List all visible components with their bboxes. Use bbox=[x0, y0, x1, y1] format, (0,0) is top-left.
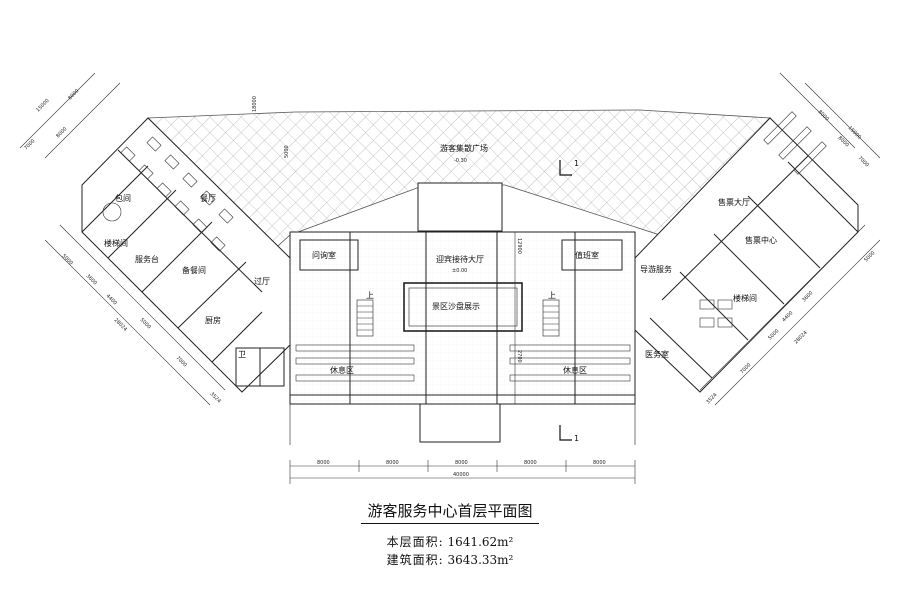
dim-bottom-total: 40000 bbox=[453, 472, 469, 478]
label-corridor: 过厅 bbox=[254, 276, 270, 286]
label-dining-hall: 餐厅 bbox=[200, 194, 216, 203]
dim-left-10: 7000 bbox=[175, 355, 188, 368]
dim-left-1: 15000 bbox=[35, 98, 50, 113]
label-guide-service: 导游服务 bbox=[640, 264, 672, 274]
dim-bottom-5: 8000 bbox=[593, 460, 606, 466]
dim-right-7: 4400 bbox=[781, 310, 794, 323]
dim-left-8: 28024 bbox=[113, 317, 128, 332]
dim-left-6: 3600 bbox=[85, 273, 98, 286]
label-clinic: 医务室 bbox=[645, 349, 669, 359]
plaza-entrance-block bbox=[417, 182, 503, 232]
left-wing-tables bbox=[102, 136, 234, 252]
section-mark-bottom: 1 bbox=[574, 434, 579, 443]
label-up-right: 上 bbox=[548, 291, 556, 300]
dim-top-2: 5000 bbox=[284, 145, 290, 158]
dim-left-9: 5000 bbox=[139, 317, 152, 330]
label-service-desk: 服务台 bbox=[135, 254, 159, 264]
dim-left-5: 5000 bbox=[61, 253, 74, 266]
label-kitchen: 厨房 bbox=[205, 315, 221, 325]
label-rest-area-right: 休息区 bbox=[563, 365, 587, 375]
dim-right-4: 8000 bbox=[837, 135, 850, 148]
floor-area-line: 本层面积: 1641.62m² bbox=[0, 533, 900, 550]
label-sand-table: 景区沙盘展示 bbox=[432, 301, 480, 311]
drawing-title: 游客服务中心首层平面图 bbox=[0, 500, 900, 524]
building-area-value: 3643.33m² bbox=[447, 553, 514, 567]
central-building bbox=[289, 231, 636, 445]
dim-left-4: 8000 bbox=[55, 126, 68, 139]
building-area-line: 建筑面积: 3643.33m² bbox=[0, 551, 900, 568]
seating-rows bbox=[295, 344, 631, 382]
label-reception-level: ±0.00 bbox=[452, 268, 467, 274]
right-wing bbox=[634, 117, 859, 393]
label-stair-left: 楼梯间 bbox=[104, 238, 128, 248]
dim-right-6: 3600 bbox=[801, 290, 814, 303]
drawing-title-text: 游客服务中心首层平面图 bbox=[361, 500, 539, 524]
label-private-room: 包间 bbox=[115, 193, 131, 203]
right-wing-counters bbox=[699, 111, 827, 328]
label-duty-room: 值班室 bbox=[575, 250, 599, 260]
section-mark-top: 1 bbox=[574, 159, 579, 168]
dimension-lines bbox=[19, 72, 881, 484]
label-square-level: -0.30 bbox=[454, 158, 467, 164]
dim-right-10: 7000 bbox=[739, 362, 752, 375]
label-ticket-hall: 售票大厅 bbox=[718, 197, 750, 207]
dim-bottom-2: 8000 bbox=[386, 460, 399, 466]
label-ticket-center: 售票中心 bbox=[745, 235, 777, 245]
label-rest-area-left: 休息区 bbox=[330, 365, 354, 375]
floor-area-label: 本层面积: bbox=[386, 535, 444, 549]
dim-bottom-1: 8000 bbox=[317, 460, 330, 466]
dim-left-11: 3524 bbox=[209, 391, 222, 404]
dim-center-2: 2700 bbox=[516, 350, 522, 363]
building-area-label: 建筑面积: bbox=[386, 553, 444, 567]
dim-left-2: 8000 bbox=[67, 88, 80, 101]
dim-right-3: 7000 bbox=[857, 155, 870, 168]
label-buffet: 备餐间 bbox=[182, 265, 206, 275]
dim-left-3: 7000 bbox=[23, 138, 36, 151]
label-inquiry: 问询室 bbox=[312, 250, 336, 260]
label-toilet: 卫 bbox=[238, 350, 246, 359]
dim-right-9: 5000 bbox=[767, 328, 780, 341]
dim-right-5: 5000 bbox=[863, 250, 876, 263]
dim-bottom-4: 8000 bbox=[524, 460, 537, 466]
label-up-left: 上 bbox=[366, 291, 374, 300]
label-stair-right: 楼梯间 bbox=[733, 293, 757, 303]
dim-left-7: 4400 bbox=[105, 293, 118, 306]
dim-top-1: 18000 bbox=[252, 96, 258, 112]
label-square: 游客集散广场 bbox=[440, 143, 488, 153]
label-reception-hall: 迎宾接待大厅 bbox=[436, 254, 484, 264]
stair-steps bbox=[357, 305, 559, 331]
left-wing bbox=[81, 117, 291, 393]
dim-bottom-3: 8000 bbox=[455, 460, 468, 466]
dim-center-1: 12900 bbox=[516, 238, 522, 254]
dim-right-1: 15000 bbox=[847, 125, 862, 140]
dim-right-8: 28024 bbox=[793, 330, 808, 345]
section-markers bbox=[559, 160, 572, 441]
floor-area-value: 1641.62m² bbox=[447, 535, 514, 549]
